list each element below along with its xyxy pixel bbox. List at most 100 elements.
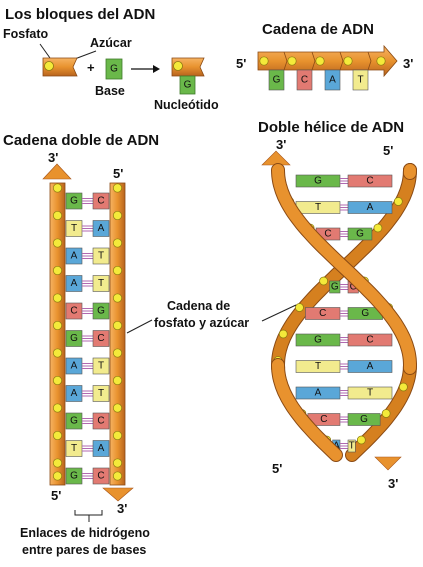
helix-right-base-8-letter: T [367, 388, 373, 399]
ladder-left-phosphate-2 [52, 238, 63, 248]
nucleotide-unit: G [171, 57, 205, 95]
ladder-left-phosphate-8 [52, 403, 63, 413]
helix-front-strand [271, 163, 418, 462]
ladder-left-base-9-letter: T [71, 443, 77, 454]
backbone-pointer-right [261, 304, 297, 322]
phosphate-pointer [39, 43, 51, 59]
ladder-left-phosphate-6 [52, 348, 63, 358]
helix-phosphate-b-2 [373, 223, 383, 233]
ladder-right-base-8-box [92, 412, 110, 430]
phosphate-label: Fosfato [3, 27, 49, 41]
helix-right-base-6-letter: C [366, 335, 373, 346]
helix-down-arrow [374, 456, 402, 471]
backbone-pointer-left [126, 319, 153, 334]
ladder-left-phosphate-7 [52, 375, 63, 386]
helix-right-base-7-box [347, 360, 393, 373]
helix-right-base-2-box [347, 227, 373, 241]
helix-bottom-left-label: 5' [272, 461, 282, 476]
chain-base-1-box [296, 69, 313, 91]
helix-strand-a-segment [346, 359, 416, 461]
chain-phosphate-0 [259, 56, 269, 66]
arrow-head [153, 65, 160, 73]
ladder-right-base-1-box [92, 220, 110, 237]
ladder-right-base-7-box [92, 385, 110, 402]
chain-phosphate-1 [287, 56, 297, 66]
helix-right-base-5-letter: G [361, 308, 369, 319]
double-chain-top-right-label: 5' [113, 166, 123, 181]
ladder-left-base-7-letter: A [71, 388, 78, 399]
chain-notch-2 [339, 51, 344, 71]
ladder-left-base-1-letter: T [71, 223, 77, 234]
chain-base-2-box [324, 69, 341, 91]
ladder-right-phosphate-10 [112, 458, 123, 468]
ladder-left-phosphate-0 [52, 183, 63, 193]
helix-right-base-4-letter: C [350, 282, 357, 293]
ladder-right-phosphate-5 [112, 320, 123, 331]
double-chain-down-arrow [102, 487, 134, 502]
hydrogen-bond-bracket [74, 510, 103, 516]
chain-notch-3 [367, 51, 372, 71]
chain-base-1-letter: C [301, 75, 308, 86]
helix-left-base-0-letter: G [314, 176, 322, 187]
helix-strand-a-segment [272, 164, 417, 374]
chain-phosphate-end [376, 56, 386, 66]
helix-right-base-7-letter: A [367, 361, 374, 372]
backbone-label-line-1: Cadena de [167, 299, 230, 313]
ladder-right-phosphate-6 [112, 348, 123, 358]
ladder-left-base-2-letter: A [71, 251, 78, 262]
chain-base-2-letter: A [329, 75, 336, 86]
helix-right-base-0-letter: C [366, 176, 373, 187]
chain-base-0-box [268, 69, 285, 91]
helix-left-base-7-letter: T [315, 361, 321, 372]
helix-right-base-1-box [347, 201, 393, 214]
ladder-right-base-3-box [92, 275, 110, 292]
ladder-right-base-4-letter: G [97, 306, 105, 317]
helix-phosphate-b-6 [278, 329, 288, 339]
helix-top-left-label: 3' [276, 137, 286, 152]
plus-sign: + [87, 60, 95, 75]
ladder-right-base-1-letter: A [98, 223, 105, 234]
ladder-right-base-6-box [92, 357, 110, 375]
helix-left-base-6-letter: G [314, 335, 322, 346]
ladder-right-base-3-letter: T [98, 278, 104, 289]
ladder-left-phosphate-10 [52, 458, 63, 468]
ladder-right-phosphate-2 [112, 238, 123, 248]
helix-left-base-5-letter: C [319, 308, 326, 319]
ladder-right-phosphate-0 [112, 183, 123, 193]
nucleotide-phosphate [173, 61, 183, 71]
ladder-left-base-8-letter: G [70, 416, 78, 427]
chain-base-0-letter: G [273, 75, 281, 86]
base-block-letter: G [110, 64, 118, 75]
helix-top-right-label: 5' [383, 143, 393, 158]
hydrogen-bond-label-line-1: Enlaces de hidrógeno [20, 526, 150, 540]
chain-base-3-letter: T [357, 75, 363, 86]
helix-phosphate-a-8 [399, 382, 408, 392]
ladder-right-base-9-letter: A [98, 443, 105, 454]
double-chain-top-left-label: 3' [48, 150, 58, 165]
helix-phosphate-b-1 [393, 197, 403, 206]
helix-strand-b-segment [272, 359, 342, 461]
ladder-right-base-5-letter: C [97, 333, 104, 344]
helix-bottom-right-label: 3' [388, 476, 398, 491]
ladder-right-base-2-letter: T [98, 251, 104, 262]
ladder-right-base-6-letter: T [98, 361, 104, 372]
ladder-right-base-5-box [92, 330, 110, 347]
helix-left-base-8-letter: A [315, 388, 322, 399]
ladder-left-base-3-letter: A [71, 278, 78, 289]
chain-notch-1 [311, 51, 316, 71]
helix-left-base-9-letter: C [320, 414, 327, 425]
double-chain-title: Cadena doble de ADN [3, 132, 159, 149]
ladder-left-phosphate-5 [52, 320, 63, 331]
ladder-right-base-10-letter: C [97, 471, 104, 482]
helix-right-base-8-box [347, 386, 393, 400]
ladder-left-phosphate-4 [52, 293, 63, 303]
helix-right-base-0-box [347, 174, 393, 188]
nucleotide-base-letter: G [184, 80, 192, 91]
ladder-left-base-0-letter: G [70, 196, 78, 207]
helix-right-base-10-letter: T [349, 441, 355, 452]
helix-right-base-6-box [347, 333, 393, 347]
backbone-label-line-2: fosfato y azúcar [154, 316, 249, 330]
ladder-right-phosphate-end [112, 471, 123, 481]
